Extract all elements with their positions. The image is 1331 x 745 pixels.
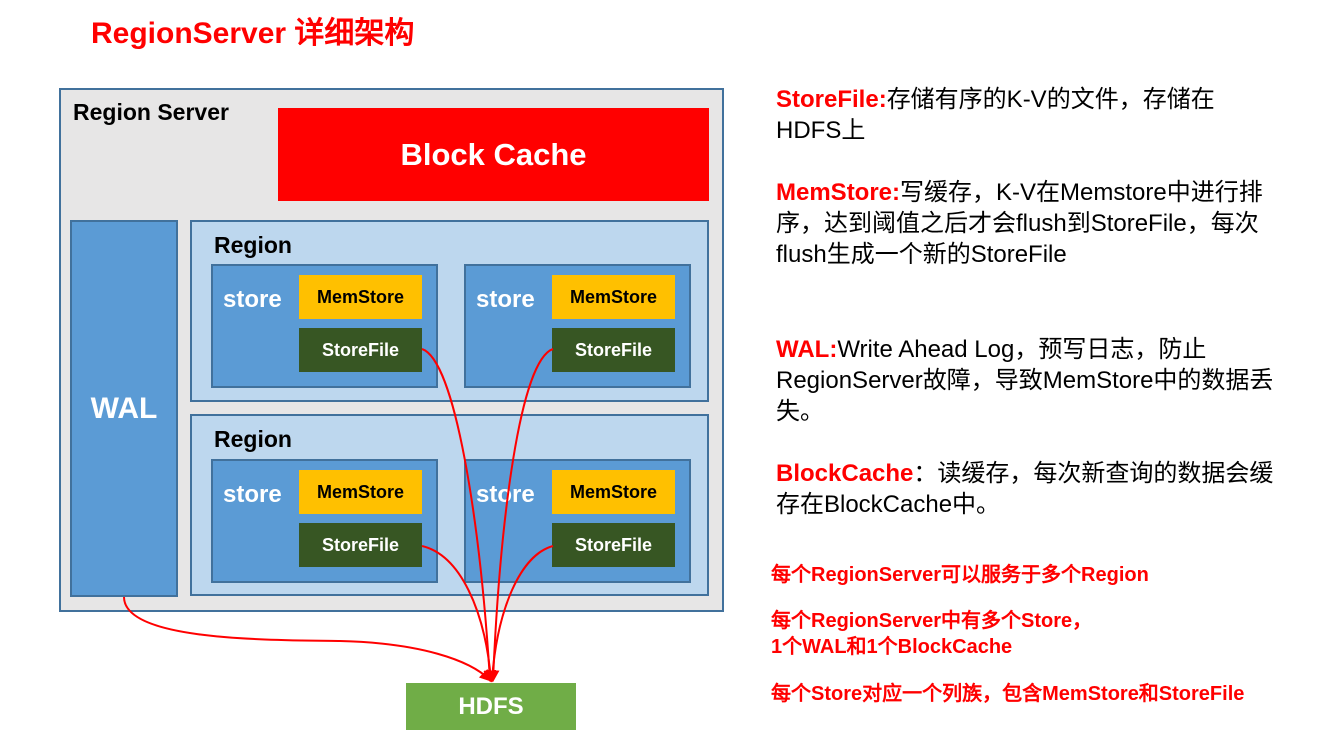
memstore-box: MemStore [299, 470, 422, 514]
storefile-box: StoreFile [299, 523, 422, 567]
memstore-box: MemStore [552, 275, 675, 319]
note-line: 1个WAL和1个BlockCache [771, 636, 1013, 658]
description-key: StoreFile: [776, 86, 887, 113]
store-label: store [223, 481, 282, 508]
wal-box: WAL [70, 220, 178, 597]
note-3: 每个Store对应一个列族，包含MemStore和StoreFile [771, 681, 1244, 707]
store-box: store MemStore StoreFile [464, 459, 691, 583]
region-label: Region [214, 426, 292, 452]
store-box: store MemStore StoreFile [211, 264, 438, 388]
note-2: 每个RegionServer中有多个Store， 1个WAL和1个BlockCa… [771, 608, 1092, 660]
description-key: MemStore: [776, 179, 901, 206]
page-title: RegionServer 详细架构 [91, 17, 415, 50]
description-text: Write Ahead Log，预写日志，防止RegionServer故障，导致… [776, 336, 1274, 425]
description-text: 存储有序的K-V的文件，存储在HDFS上 [776, 86, 1215, 144]
store-label: store [476, 286, 535, 313]
description-storefile: StoreFile:存储有序的K-V的文件，存储在HDFS上 [776, 84, 1276, 146]
description-key: WAL: [776, 336, 838, 363]
description-memstore: MemStore:写缓存，K-V在Memstore中进行排序，达到阈值之后才会f… [776, 177, 1276, 270]
note-1: 每个RegionServer可以服务于多个Region [771, 562, 1149, 588]
description-text: 写缓存，K-V在Memstore中进行排序，达到阈值之后才会flush到Stor… [776, 179, 1263, 268]
store-label: store [223, 286, 282, 313]
note-line: 每个RegionServer中有多个Store， [771, 610, 1093, 632]
note-line: 每个Store对应一个列族，包含MemStore和StoreFile [771, 683, 1245, 705]
note-line: 每个RegionServer可以服务于多个Region [771, 564, 1149, 586]
store-label: store [476, 481, 535, 508]
block-cache-box: Block Cache [278, 108, 709, 201]
region-label: Region [214, 232, 292, 258]
store-box: store MemStore StoreFile [211, 459, 438, 583]
storefile-box: StoreFile [552, 523, 675, 567]
storefile-box: StoreFile [552, 328, 675, 372]
memstore-box: MemStore [299, 275, 422, 319]
region-server-label: Region Server [73, 99, 229, 125]
store-box: store MemStore StoreFile [464, 264, 691, 388]
region-box-1: Region store MemStore StoreFile store Me… [190, 220, 709, 402]
region-box-2: Region store MemStore StoreFile store Me… [190, 414, 709, 596]
description-key: BlockCache [776, 460, 914, 487]
description-text: ：读缓存，每次新查询的数据会缓存在BlockCache中。 [776, 460, 1274, 518]
storefile-box: StoreFile [299, 328, 422, 372]
hdfs-box: HDFS [406, 683, 576, 730]
description-wal: WAL:Write Ahead Log，预写日志，防止RegionServer故… [776, 334, 1276, 427]
memstore-box: MemStore [552, 470, 675, 514]
description-blockcache: BlockCache：读缓存，每次新查询的数据会缓存在BlockCache中。 [776, 458, 1276, 520]
